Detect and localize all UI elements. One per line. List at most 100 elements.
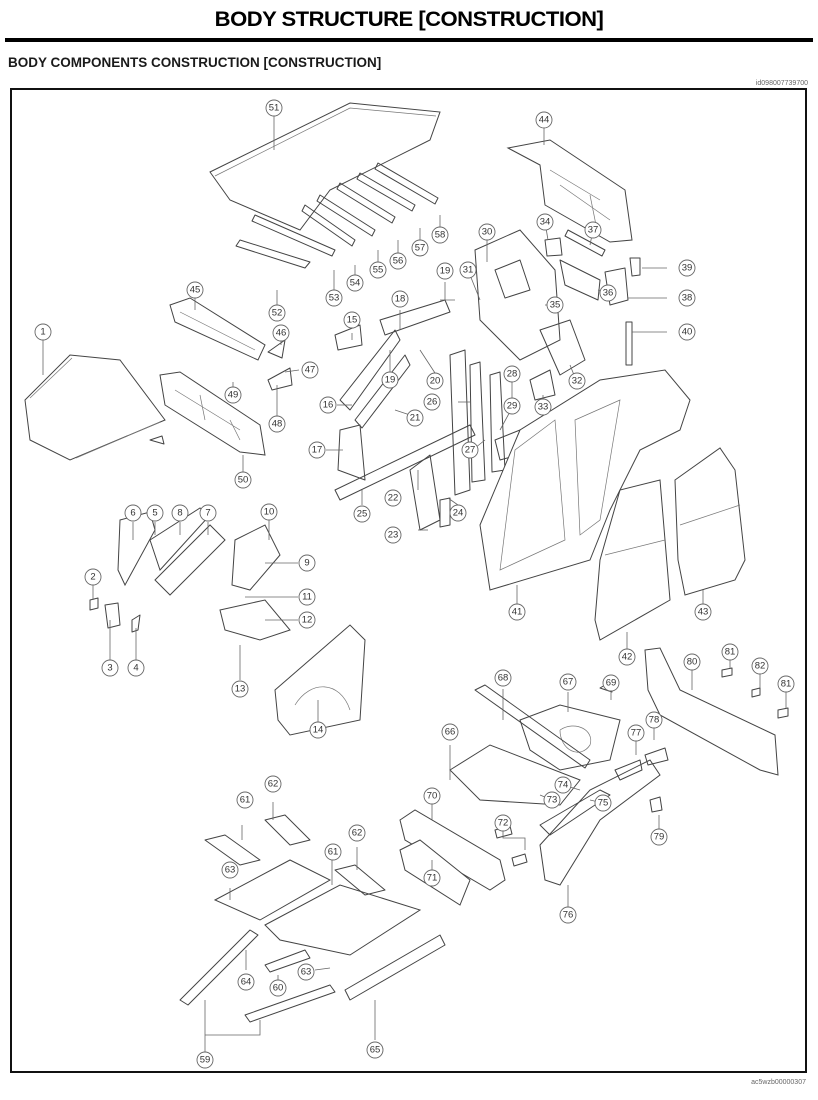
callout-label: 58 (435, 230, 446, 241)
callout-label: 22 (388, 493, 399, 504)
callout-label: 69 (606, 678, 617, 689)
part-rear-end-panel (494, 647, 789, 867)
callout-label: 32 (572, 376, 583, 387)
callout-label: 45 (190, 285, 201, 296)
callout-label: 66 (445, 727, 456, 738)
callout-18: 18 (391, 290, 409, 308)
callout-label: 80 (687, 657, 698, 668)
part-front-wheel-apron (219, 524, 291, 641)
callout-label: 16 (323, 400, 334, 411)
callout-63-right: 63 (297, 963, 315, 981)
callout-label: 11 (302, 592, 312, 603)
callout-70: 70 (423, 787, 441, 805)
part-center-floor (399, 809, 506, 906)
callout-82: 82 (751, 657, 769, 675)
callout-label: 65 (370, 1045, 381, 1056)
callout-62-left: 62 (264, 775, 282, 793)
part-front-fender (274, 624, 366, 736)
callout-72: 72 (494, 814, 512, 832)
part-roof-panel (209, 102, 441, 231)
callout-14: 14 (309, 721, 327, 739)
callout-21: 21 (406, 409, 424, 427)
callout-label: 63 (301, 967, 312, 978)
callout-label: 76 (563, 910, 574, 921)
callout-3: 3 (101, 659, 119, 677)
part-side-outer-panel (479, 369, 691, 591)
callout-73: 73 (543, 791, 561, 809)
callout-25: 25 (353, 505, 371, 523)
part-small-brackets-cowl (149, 339, 293, 445)
callout-label: 55 (373, 265, 384, 276)
callout-2: 2 (84, 568, 102, 586)
callout-label: 64 (241, 977, 252, 988)
callout-57: 57 (411, 239, 429, 257)
callout-66: 66 (441, 723, 459, 741)
callout-19-upper: 19 (436, 262, 454, 280)
callout-54: 54 (346, 274, 364, 292)
callout-label: 71 (427, 873, 438, 884)
callout-label: 4 (133, 663, 138, 674)
callout-label: 30 (482, 227, 493, 238)
callout-label: 68 (498, 673, 509, 684)
callout-32: 32 (568, 372, 586, 390)
callout-label: 9 (304, 558, 309, 569)
callout-label: 74 (558, 780, 569, 791)
callout-75: 75 (594, 794, 612, 812)
callout-label: 25 (357, 509, 368, 520)
callout-label: 26 (427, 397, 438, 408)
callout-label: 43 (698, 607, 709, 618)
callout-31: 31 (459, 261, 477, 279)
callout-label: 37 (588, 225, 599, 236)
callout-label: 20 (430, 376, 441, 387)
callout-63-left: 63 (221, 861, 239, 879)
callout-label: 61 (240, 795, 251, 806)
part-roof-bows (235, 162, 439, 269)
callout-label: 53 (329, 293, 340, 304)
callout-23: 23 (384, 526, 402, 544)
callout-label: 31 (463, 265, 474, 276)
part-cowl (169, 297, 266, 361)
callout-label: 81 (725, 647, 736, 658)
callout-label: 21 (410, 413, 421, 424)
callout-4: 4 (127, 659, 145, 677)
figure-id: ac5wzb00000307 (751, 1079, 806, 1086)
callout-label: 19 (440, 266, 451, 277)
callout-label: 38 (682, 293, 693, 304)
callout-55: 55 (369, 261, 387, 279)
callout-34: 34 (536, 213, 554, 231)
callout-label: 57 (415, 243, 426, 254)
callout-label: 18 (395, 294, 406, 305)
callout-label: 23 (388, 530, 399, 541)
part-hood (24, 354, 166, 461)
callout-81-left: 81 (721, 643, 739, 661)
callout-label: 36 (603, 288, 614, 299)
callout-label: 59 (200, 1055, 211, 1066)
callout-59: 59 (196, 1051, 214, 1069)
callout-label: 2 (90, 572, 95, 583)
part-front-door (594, 479, 671, 641)
callout-label: 62 (268, 779, 279, 790)
document-id: id098007739700 (755, 80, 808, 87)
callout-81-right: 81 (777, 675, 795, 693)
part-small-brackets-front (89, 597, 141, 633)
callout-49: 49 (224, 386, 242, 404)
callout-22: 22 (384, 489, 402, 507)
callout-39: 39 (678, 259, 696, 277)
part-dash-panel (159, 371, 266, 456)
callout-label: 50 (238, 475, 249, 486)
callout-label: 42 (622, 652, 633, 663)
part-rear-floor (449, 684, 621, 806)
part-rear-door (674, 447, 746, 596)
callout-label: 61 (328, 847, 339, 858)
part-liftgate (506, 139, 633, 243)
callout-label: 46 (276, 328, 287, 339)
callout-label: 13 (235, 684, 246, 695)
callout-label: 81 (781, 679, 792, 690)
callout-5: 5 (146, 504, 164, 522)
callout-7: 7 (199, 504, 217, 522)
callout-42: 42 (618, 648, 636, 666)
callout-12: 12 (298, 611, 316, 629)
callout-label: 51 (269, 103, 280, 114)
section-title: BODY COMPONENTS CONSTRUCTION [CONSTRUCTI… (8, 55, 382, 70)
callout-label: 54 (350, 278, 361, 289)
